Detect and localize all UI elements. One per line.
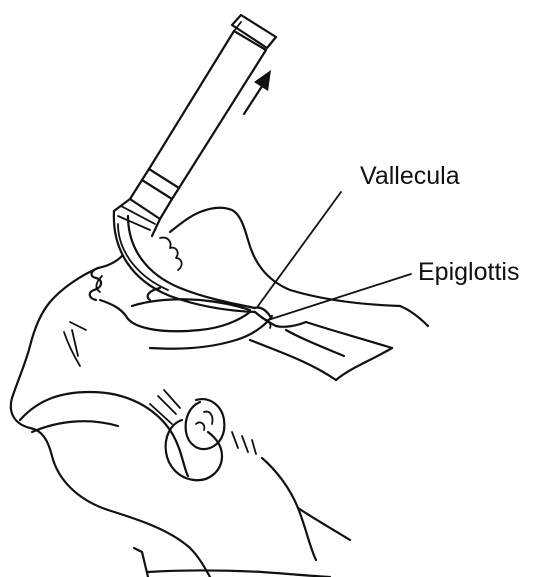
laryngoscope-handle xyxy=(114,15,276,236)
face-profile xyxy=(11,256,210,577)
epiglottis-leader-line xyxy=(268,274,411,320)
vallecula-label: Vallecula xyxy=(360,162,460,190)
laryngoscope-blade xyxy=(114,211,255,312)
jaw-and-neck xyxy=(20,392,350,577)
upper-jaw xyxy=(160,208,400,306)
epiglottis-label: Epiglottis xyxy=(418,258,519,286)
pharynx xyxy=(336,306,428,380)
vallecula-leader-line xyxy=(258,192,341,306)
tongue xyxy=(126,299,250,331)
airway-tubes xyxy=(250,322,392,380)
